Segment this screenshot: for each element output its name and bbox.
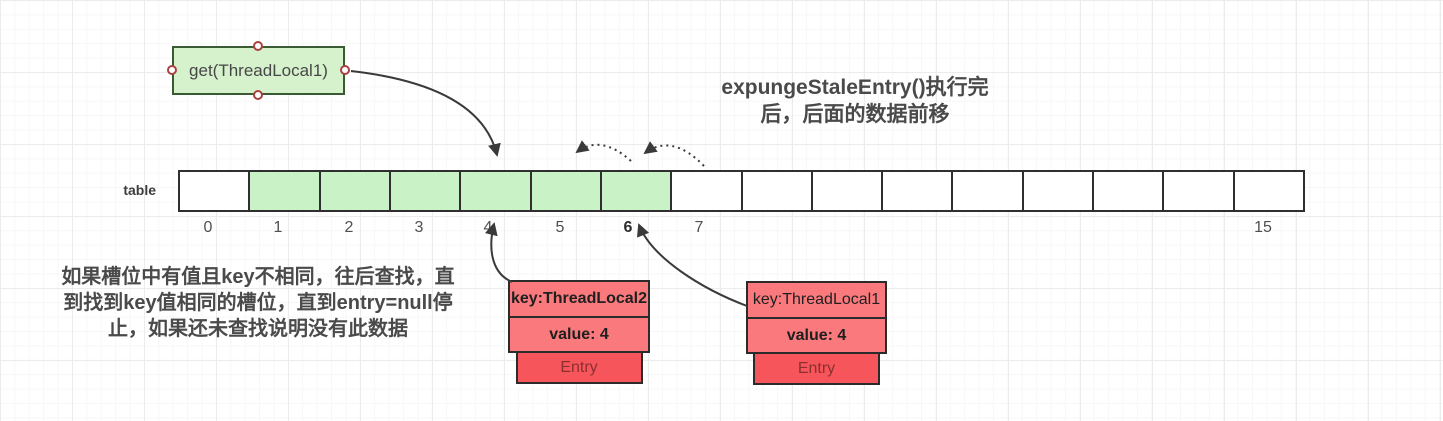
table-cell-14[interactable] [1162,170,1235,212]
table-cell-6[interactable] [599,170,673,212]
table-cell-15[interactable] [1232,170,1305,212]
table-cell-2[interactable] [318,170,391,212]
table-cell-4[interactable] [459,170,532,212]
selection-handle-top-icon[interactable] [253,41,263,51]
selection-handle-left-icon[interactable] [167,65,177,75]
index-label-5: 5 [555,219,565,236]
table-label: table [123,182,156,198]
table-cell-12[interactable] [1021,170,1095,212]
title-line-1: expungeStaleEntry()执行完 [721,76,989,99]
get-threadlocal1-box[interactable]: get(ThreadLocal1) [172,46,345,95]
table-array [178,170,1305,212]
title-annotation[interactable]: expungeStaleEntry()执行完 后，后面的数据前移 [645,74,1065,128]
selection-handle-right-icon[interactable] [340,65,350,75]
table-cell-0[interactable] [178,170,251,212]
index-label-1: 1 [273,219,283,236]
table-cell-9[interactable] [810,170,884,212]
arrow-get-to-slot4 [350,70,501,157]
selection-handle-bottom-icon[interactable] [253,90,263,100]
arrow-dotted-slot6-to-slot5 [575,140,632,162]
table-cell-5[interactable] [529,170,602,212]
note-line-2: 到找到key值相同的槽位，直到entry=null停 [63,292,453,314]
index-label-0: 0 [203,219,213,236]
table-cell-3[interactable] [388,170,462,212]
arrow-entry1-to-slot6 [637,223,748,307]
table-cell-10[interactable] [881,170,954,212]
note-line-3: 止，如果还未查找说明没有此数据 [108,318,408,340]
table-cell-1[interactable] [248,170,321,212]
arrow-dotted-slot7-to-slot6 [643,141,705,167]
entry-key-row: key:ThreadLocal1 [746,281,887,319]
index-label-2: 2 [344,219,354,236]
entry-box-threadlocal1[interactable]: key:ThreadLocal1 value: 4 Entry [746,281,887,385]
index-label-7: 7 [694,219,704,236]
index-label-6: 6 [623,219,633,236]
title-line-2: 后，后面的数据前移 [760,103,950,126]
entry-tag: Entry [753,352,880,385]
table-cell-11[interactable] [951,170,1024,212]
index-label-3: 3 [414,219,424,236]
entry-value-row: value: 4 [746,317,887,354]
table-cell-8[interactable] [740,170,813,212]
table-cell-13[interactable] [1092,170,1165,212]
entry-tag: Entry [515,351,643,384]
note-line-1: 如果槽位中有值且key不相同，往后查找，直 [61,266,455,288]
entry-key-row: key:ThreadLocal2 [508,280,650,318]
index-label-4: 4 [483,219,493,236]
entry-box-threadlocal2[interactable]: key:ThreadLocal2 value: 4 Entry [508,280,650,384]
index-label-8: 15 [1254,219,1272,236]
table-cell-7[interactable] [670,170,743,212]
entry-value-row: value: 4 [508,316,650,353]
note-annotation[interactable]: 如果槽位中有值且key不相同，往后查找，直 到找到key值相同的槽位，直到ent… [38,264,478,342]
